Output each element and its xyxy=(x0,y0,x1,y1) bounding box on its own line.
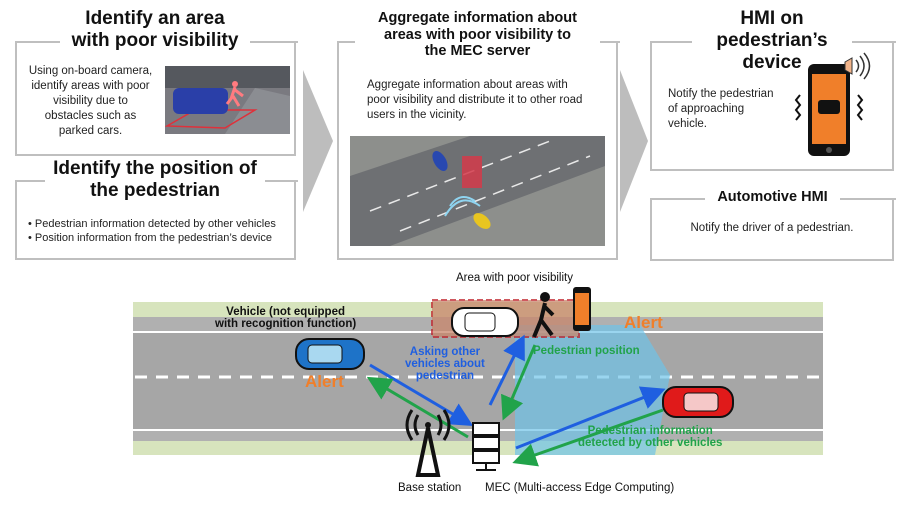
aerial-road-image xyxy=(350,136,605,246)
panel-aggregate-text: Aggregate information about areas with p… xyxy=(367,79,583,121)
title-line: Identify an area xyxy=(85,8,225,29)
arrow-alert-blue-car xyxy=(366,376,469,439)
panel-position-bullets: • Pedestrian information detected by oth… xyxy=(28,217,276,246)
title-line: Identify the position of xyxy=(53,158,257,179)
pedestrian-phone-icon xyxy=(573,287,591,331)
vehicle-label: Vehicle (not equipped with recognition f… xyxy=(215,306,356,330)
alert-left: Alert xyxy=(305,372,344,391)
pedestrian-position-label: Pedestrian position xyxy=(533,345,640,357)
panel-aggregate-title: Aggregate information about areas with p… xyxy=(355,10,600,61)
red-car-icon xyxy=(662,386,734,418)
arrow-ped-info xyxy=(512,408,664,467)
title-line: Aggregate information about xyxy=(378,10,577,26)
asking-label: Asking other vehicles about pedestrian xyxy=(405,346,485,382)
flow-arrow-icon xyxy=(620,70,648,212)
title-line: HMI on pedestrian’s xyxy=(716,8,828,51)
label-line: detected by other vehicles xyxy=(578,437,723,449)
label-line: Asking other xyxy=(409,346,481,358)
base-station-icon xyxy=(405,409,451,477)
ped-info-label: Pedestrian information detected by other… xyxy=(578,425,722,449)
label-line: with recognition function) xyxy=(215,318,357,330)
title-line: the pedestrian xyxy=(90,179,220,201)
label-line: pedestrian xyxy=(415,370,475,382)
label-line: Pedestrian information xyxy=(587,425,713,437)
title-line: device xyxy=(742,51,802,73)
panel-hmi-pedestrian-text: Notify the pedestrian of approaching veh… xyxy=(668,88,774,130)
panel-hmi-auto-title: Automotive HMI xyxy=(705,189,840,206)
label-line: Vehicle (not equipped xyxy=(226,306,346,318)
arrow-ask-parked-car xyxy=(488,334,525,406)
area-label: Area with poor visibility xyxy=(456,272,573,284)
title-line: areas with poor visibility to xyxy=(384,26,571,43)
bullet-text: Position information from the pedestrian… xyxy=(34,232,272,245)
arrow-ask-blue-car xyxy=(369,363,474,427)
road-scene xyxy=(133,287,823,477)
flow-arrow-icon xyxy=(303,70,333,212)
panel-hmi-auto-text: Notify the driver of a pedestrian. xyxy=(690,222,854,234)
label-line: vehicles about xyxy=(405,358,485,370)
arrow-pedestrian-position xyxy=(501,344,537,421)
panel-position-title: Identify the position of the pedestrian xyxy=(45,158,265,202)
mec-label: MEC (Multi-access Edge Computing) xyxy=(485,482,675,494)
mec-server-icon xyxy=(472,422,500,471)
street-camera-image xyxy=(165,66,290,134)
blue-car-icon xyxy=(295,338,365,370)
bullet-text: Pedestrian information detected by other… xyxy=(34,218,276,230)
smartphone-alert-icon xyxy=(794,52,871,156)
bullet-item: • Position information from the pedestri… xyxy=(28,232,272,245)
alert-right: Alert xyxy=(624,313,663,332)
arrow-ask-red-car xyxy=(515,386,666,450)
parked-car-icon xyxy=(451,307,519,337)
panel-visibility-title: Identify an area with poor visibility xyxy=(60,8,250,52)
panel-hmi-pedestrian-title: HMI on pedestrian’s device xyxy=(692,8,852,74)
panel-visibility-text: Using on-board camera, identify areas wi… xyxy=(28,65,153,137)
title-line: with poor visibility xyxy=(71,29,239,51)
pedestrian-icon xyxy=(532,292,555,338)
base-station-label: Base station xyxy=(398,482,462,494)
title-line: the MEC server xyxy=(424,43,531,60)
bullet-item: • Pedestrian information detected by oth… xyxy=(28,218,276,230)
